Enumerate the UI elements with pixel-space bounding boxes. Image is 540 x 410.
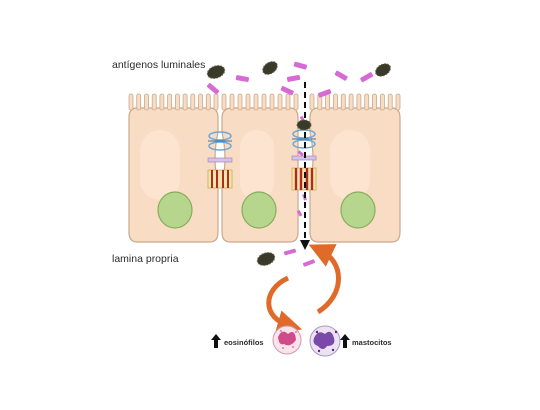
lamina-antigens (283, 248, 316, 267)
bacterium (262, 61, 278, 75)
antigen (317, 89, 332, 98)
microvillus (285, 93, 291, 111)
epithelial-cells (128, 107, 401, 243)
eosinophil-cell (272, 325, 302, 355)
luminal-antigens-label: antígenos luminales (112, 59, 206, 71)
bacteria (206, 61, 391, 266)
antigen (293, 61, 308, 70)
microvillus (198, 93, 203, 111)
microvillus (261, 93, 267, 111)
microvillus (356, 93, 362, 111)
bacterium (256, 252, 276, 266)
microvillus (221, 93, 227, 111)
microvillus (174, 93, 180, 111)
microvillus (387, 93, 393, 111)
microvillus (309, 93, 315, 111)
microvillus (151, 93, 157, 111)
luminal-antigens (206, 61, 374, 98)
bold-up-arrow-icon (211, 334, 221, 348)
microvilli (128, 93, 401, 111)
bold-up-arrow-icon (340, 334, 350, 348)
microvillus (136, 93, 142, 111)
microvillus (269, 93, 275, 111)
microvillus (348, 93, 354, 111)
tight-junction-left (207, 131, 233, 189)
lamina-propria-label: lamina propria (112, 253, 179, 265)
nucleus-right (340, 191, 376, 229)
microvillus (325, 93, 331, 111)
microvillus (167, 93, 173, 111)
nucleus-middle (241, 191, 277, 229)
microvillus (333, 93, 338, 111)
microvillus (277, 93, 283, 111)
mast-cells-label: mastocitos (352, 338, 392, 347)
microvillus (229, 93, 235, 111)
bacterium (206, 65, 226, 79)
microvillus (190, 93, 196, 111)
microvillus (253, 93, 259, 111)
microvillus (237, 93, 243, 111)
microvillus (245, 93, 251, 111)
microvillus (213, 93, 219, 111)
microvillus (395, 93, 401, 111)
microvillus (205, 93, 211, 111)
dashed-down-arrow-icon (300, 82, 310, 250)
antigen (283, 248, 297, 256)
microvillus (144, 93, 149, 111)
mast-cell (309, 325, 341, 357)
microvillus (293, 93, 299, 111)
antigen (235, 75, 250, 83)
antigen (286, 74, 301, 82)
microvillus (379, 93, 385, 111)
bacterium (296, 119, 312, 131)
nucleus-left (157, 191, 193, 229)
microvillus (159, 93, 165, 111)
antigen (360, 72, 374, 83)
microvillus (372, 93, 377, 111)
microvillus (182, 93, 188, 111)
antigen (280, 85, 294, 96)
circular-arrows-icon (266, 244, 341, 335)
bacterium (375, 63, 391, 77)
antigen (206, 83, 220, 95)
microvillus (340, 93, 346, 111)
antigen (302, 259, 316, 267)
nuclei (157, 191, 376, 229)
microvillus (364, 93, 370, 111)
eosinophils-label: eosinófilos (224, 338, 264, 347)
microvillus (128, 93, 134, 111)
antigen (334, 70, 348, 81)
